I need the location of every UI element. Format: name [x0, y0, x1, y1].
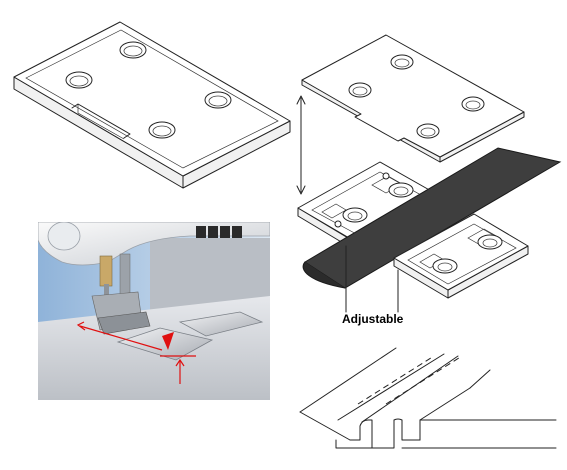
- adjustable-callout: Adjustable: [342, 245, 404, 326]
- adjustable-label: Adjustable: [342, 312, 404, 326]
- plate-hole: [119, 41, 147, 59]
- fabric-band-fold: [302, 261, 346, 289]
- plate-hole: [348, 82, 372, 98]
- plate-hole: [204, 91, 232, 109]
- plate-hole: [461, 96, 485, 112]
- folded-seam-drawing: [299, 347, 557, 449]
- plate-hole: [65, 71, 93, 89]
- upper-plate-exploded: [301, 34, 525, 163]
- lower-plate-left: [297, 161, 441, 247]
- plate-hole: [148, 121, 176, 139]
- sewing-machine-photo: [38, 222, 270, 400]
- plate-hole: [390, 54, 414, 70]
- explode-arrow: [296, 95, 306, 195]
- lower-plate-right: [393, 213, 529, 299]
- throat-plate-single: [13, 21, 291, 189]
- plate-hole: [416, 123, 440, 139]
